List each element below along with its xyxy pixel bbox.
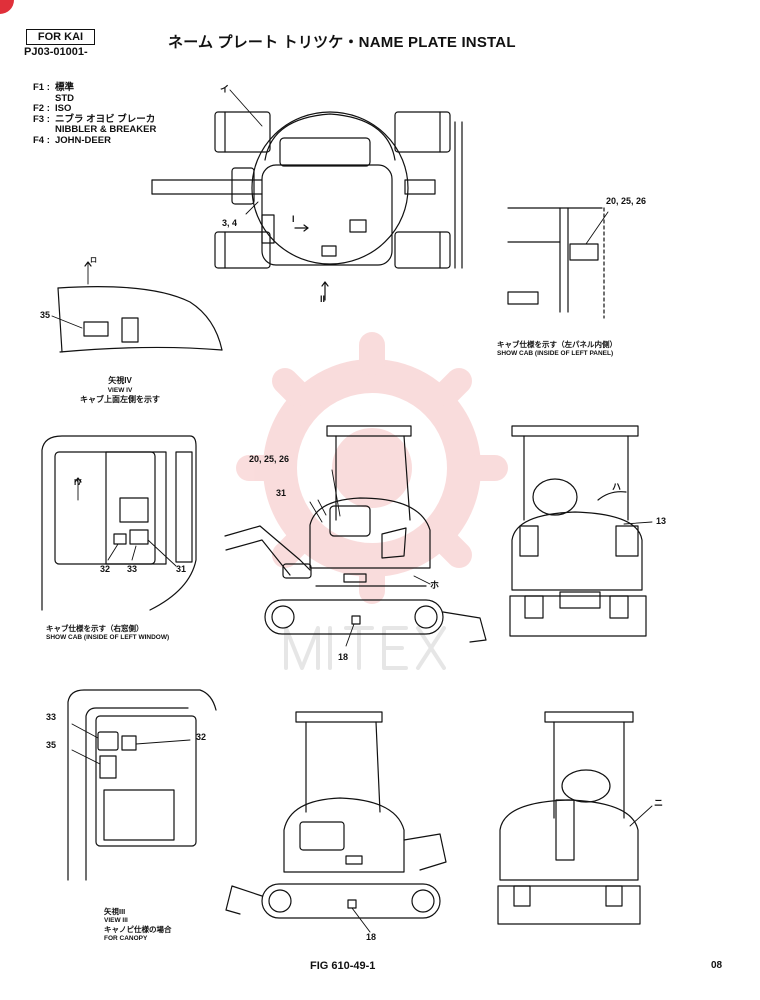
legend-f1: F1 :標準 xyxy=(33,82,75,93)
legend-f2: F2 :ISO xyxy=(33,103,72,114)
callout-part-20-25-26-top: 20, 25, 26 xyxy=(606,196,647,206)
page-title: ネーム プレート トリツケ・NAME PLATE INSTAL xyxy=(168,34,516,51)
callout-view-ii: II xyxy=(320,294,326,304)
callout-part-18-a: 18 xyxy=(338,652,349,662)
caption-cab-right-window: キャブ仕様を示す（右窓側） SHOW CAB (INSIDE OF LEFT W… xyxy=(46,624,170,641)
callout-part-32-a: 32 xyxy=(100,564,111,574)
view-iv-roof xyxy=(51,261,223,353)
callout-ha: ハ xyxy=(612,482,622,492)
variant-label: FOR KAI xyxy=(26,29,95,45)
cab-window-detail xyxy=(41,435,197,611)
legend-f3-sub: NIBBLER & BREAKER xyxy=(55,124,157,135)
watermark-word xyxy=(284,626,446,670)
callout-part-33-b: 33 xyxy=(46,712,57,722)
callout-part-31-b: 31 xyxy=(176,564,187,574)
variant-legend: F1 :標準 STD F2 :ISO F3 :ニブラ オヨビ ブレーカ NIBB… xyxy=(33,82,157,146)
callout-part-20-25-26-mid: 20, 25, 26 xyxy=(249,454,290,464)
caption-view-iii: 矢視III VIEW III キャノピ仕様の場合 FOR CANOPY xyxy=(104,907,172,942)
callout-view-iv: IV xyxy=(74,478,82,487)
legend-f1-sub: STD xyxy=(55,92,74,104)
detail-left-panel xyxy=(507,207,609,319)
legend-f4: F4 :JOHN-DEER xyxy=(33,134,111,146)
callout-view-i: I xyxy=(292,214,295,224)
caption-cab-left-panel: キャブ仕様を示す（左パネル内側） SHOW CAB (INSIDE OF LEF… xyxy=(497,340,617,357)
callout-part-33-a: 33 xyxy=(127,564,138,574)
callout-part-18-b: 18 xyxy=(366,932,377,942)
top-view-machine xyxy=(151,89,463,301)
canopy-rear-view xyxy=(497,711,653,925)
callout-i: イ xyxy=(220,84,230,94)
legend-f3: F3 :ニブラ オヨビ ブレーカ xyxy=(33,113,156,125)
callout-part-31-a: 31 xyxy=(276,488,287,498)
document-code: PJ03-01001- xyxy=(24,46,88,58)
callout-ho: ホ xyxy=(430,580,440,590)
callout-part-13: 13 xyxy=(656,516,667,526)
canopy-side-view xyxy=(225,711,447,933)
rear-view-machine xyxy=(509,425,653,637)
callout-ni: ニ xyxy=(654,798,664,808)
canopy-panel-detail xyxy=(67,689,217,881)
page-number: 08 xyxy=(711,960,723,971)
caption-view-iv: 矢視IV VIEW IV キャブ上面左側を示す xyxy=(80,376,160,404)
watermark-gear xyxy=(236,332,508,604)
figure-number: FIG 610-49-1 xyxy=(310,960,376,972)
callout-ro: ロ xyxy=(90,257,97,264)
side-view-machine xyxy=(224,425,487,647)
callout-part-35-b: 35 xyxy=(46,740,57,750)
callout-part-3-4: 3, 4 xyxy=(222,218,238,228)
callout-part-35-a: 35 xyxy=(40,310,51,320)
callout-part-32-b: 32 xyxy=(196,732,207,742)
